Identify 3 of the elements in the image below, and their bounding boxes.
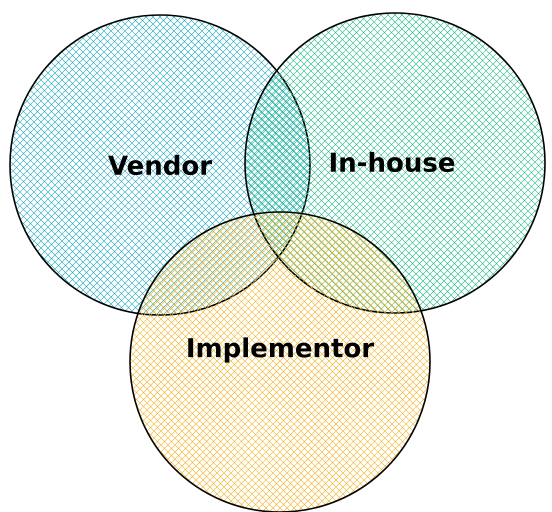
venn-circle [129,211,431,512]
venn-circle [244,12,546,314]
venn-circle [9,14,311,316]
